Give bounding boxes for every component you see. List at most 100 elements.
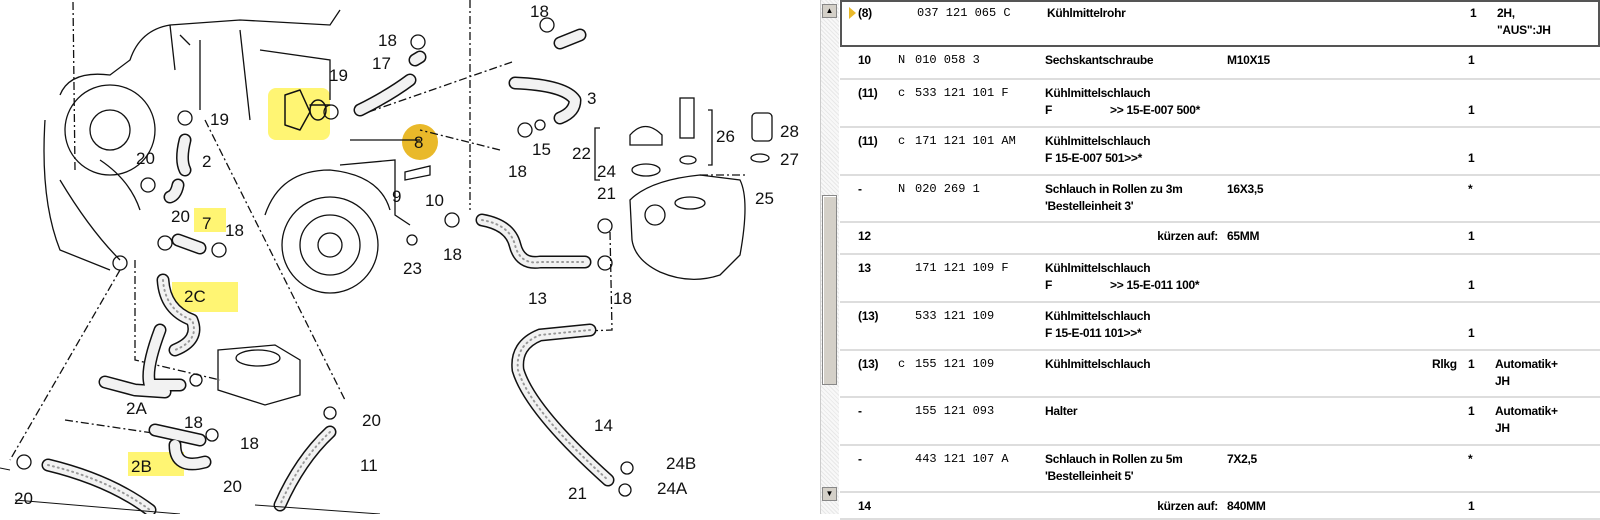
part-spec: 16X3,5 (1227, 182, 1264, 196)
callout-18[interactable]: 18 (184, 413, 203, 432)
remark-line2: JH (1495, 421, 1510, 435)
part-flag: c (898, 86, 906, 100)
callout-22[interactable]: 22 (572, 144, 591, 163)
callout-18[interactable]: 18 (508, 162, 527, 181)
callout-7[interactable]: 7 (202, 214, 212, 233)
description-detail: F (1045, 103, 1053, 117)
callout-3[interactable]: 3 (587, 89, 597, 108)
part-number: 155 121 093 (915, 404, 995, 418)
quantity: 1 (1470, 6, 1477, 20)
shorten-label: kürzen auf: (1157, 499, 1218, 513)
callout-27[interactable]: 27 (780, 150, 799, 169)
position-number: 13 (858, 261, 871, 275)
highlight-7 (194, 208, 226, 232)
part-description: Schlauch in Rollen zu 5m (1045, 452, 1183, 466)
callout-20[interactable]: 20 (362, 411, 381, 430)
callout-17[interactable]: 17 (372, 54, 391, 73)
callout-2c[interactable]: 2C (184, 287, 206, 306)
callout-20[interactable]: 20 (136, 149, 155, 168)
part-description: Sechskantschraube (1045, 53, 1154, 67)
callout-24[interactable]: 24 (597, 162, 616, 181)
part-number: 171 121 109 F (915, 261, 1009, 275)
shorten-label: kürzen auf: (1157, 229, 1218, 243)
quantity: 1 (1468, 151, 1475, 165)
quantity: 1 (1468, 103, 1475, 117)
callout-14[interactable]: 14 (594, 416, 613, 435)
callout-24b[interactable]: 24B (666, 454, 697, 473)
part-number: 443 121 107 A (915, 452, 1009, 466)
quantity: 1 (1468, 53, 1475, 67)
callout-19[interactable]: 19 (329, 66, 348, 85)
callout-2a[interactable]: 2A (126, 399, 147, 418)
part-number: 020 269 1 (915, 182, 980, 196)
callout-19[interactable]: 19 (210, 110, 229, 129)
callout-18[interactable]: 18 (530, 2, 549, 21)
callout-10[interactable]: 10 (425, 191, 444, 210)
diagram-drawing (0, 0, 773, 514)
part-number: 037 121 065 C (917, 6, 1011, 20)
part-spec: M10X15 (1227, 53, 1270, 67)
callout-20[interactable]: 20 (171, 207, 190, 226)
part-description: Kühlmittelschlauch (1045, 134, 1151, 148)
callout-21[interactable]: 21 (568, 484, 587, 503)
callout-13[interactable]: 13 (528, 289, 547, 308)
callout-18[interactable]: 18 (240, 434, 259, 453)
part-flag: N (898, 182, 906, 196)
callout-28[interactable]: 28 (780, 122, 799, 141)
part-number: 171 121 101 AM (915, 134, 1016, 148)
scroll-up-button[interactable]: ▲ (822, 4, 837, 18)
scrollbar-thumb[interactable] (822, 195, 837, 385)
callout-8[interactable]: 8 (414, 133, 424, 152)
quantity: 1 (1468, 229, 1475, 243)
part-flag: c (898, 357, 906, 371)
callout-18[interactable]: 18 (225, 221, 244, 240)
part-description: Kühlmittelschlauch (1045, 309, 1151, 323)
scroll-down-button[interactable]: ▼ (822, 487, 837, 501)
callout-23[interactable]: 23 (403, 259, 422, 278)
rlkg-label: Rlkg (1432, 357, 1457, 371)
callout-9[interactable]: 9 (392, 187, 402, 206)
position-number: (13) (858, 309, 879, 323)
callout-20[interactable]: 20 (223, 477, 242, 496)
part-description: Kühlmittelschlauch (1045, 261, 1151, 275)
callout-11[interactable]: 11 (360, 456, 378, 475)
callout-18[interactable]: 18 (443, 245, 462, 264)
part-description: Kühlmittelrohr (1047, 6, 1126, 20)
parts-diagram[interactable]: 18 18 17 19 3 19 2 20 8 15 18 9 10 20 7 … (0, 0, 815, 514)
position-number: 12 (858, 229, 871, 243)
part-number: 533 121 109 (915, 309, 995, 323)
callout-26[interactable]: 26 (716, 127, 735, 146)
callout-20[interactable]: 20 (14, 489, 33, 508)
part-description: Schlauch in Rollen zu 3m (1045, 182, 1183, 196)
callout-25[interactable]: 25 (755, 189, 774, 208)
callout-21[interactable]: 21 (597, 184, 616, 203)
callout-24a[interactable]: 24A (657, 479, 688, 498)
callout-18[interactable]: 18 (613, 289, 632, 308)
description-detail: F (1045, 278, 1053, 292)
remark-line2: "AUS":JH (1497, 23, 1551, 37)
position-number: (13) (858, 357, 879, 371)
remark: Automatik+ (1495, 357, 1558, 371)
callout-2b[interactable]: 2B (131, 457, 152, 476)
callout-15[interactable]: 15 (532, 140, 551, 159)
highlight-2c (172, 282, 238, 312)
callout-18[interactable]: 18 (378, 31, 397, 50)
callout-2[interactable]: 2 (202, 152, 212, 171)
position-number: (8) (858, 6, 872, 20)
part-description: Halter (1045, 404, 1078, 418)
vertical-scrollbar[interactable]: ▲ ▼ (820, 0, 839, 514)
position-number: - (858, 182, 862, 196)
